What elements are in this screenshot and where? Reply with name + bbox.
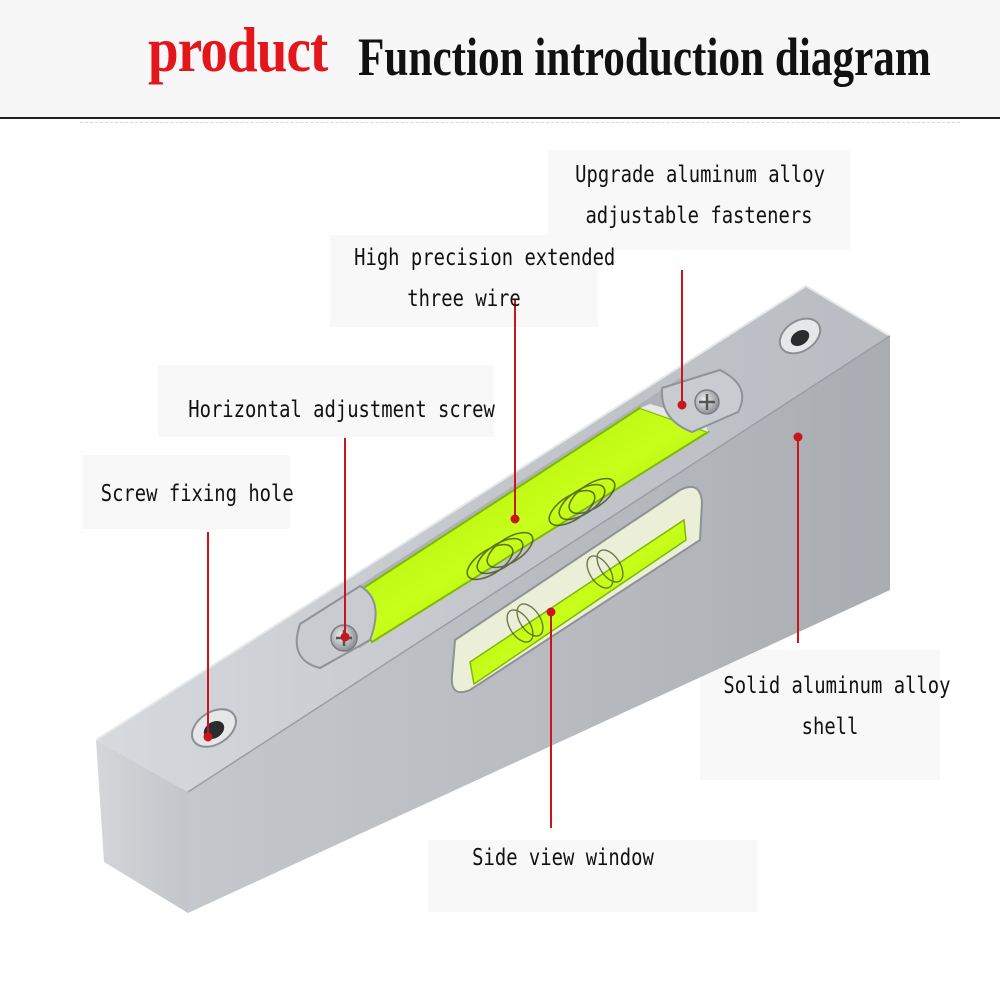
- leader-lines: [203, 270, 803, 828]
- label-box-fixing-hole: [82, 455, 290, 529]
- label-three-wire-line2: three wire: [407, 286, 521, 312]
- level-end-face: [96, 740, 188, 913]
- label-box-shell: [700, 650, 940, 780]
- label-three-wire: High precision extended three wire: [354, 238, 616, 320]
- label-side-window: Side view window: [452, 838, 673, 879]
- label-box-adjust-screw: [158, 365, 494, 437]
- label-adjust-screw-line1: Horizontal adjustment screw: [188, 397, 495, 423]
- top-vial-wires: [466, 477, 616, 581]
- title-product: product: [148, 14, 328, 85]
- label-fixing-hole: Screw fixing hole: [100, 474, 294, 515]
- title-rule: [0, 117, 1000, 119]
- label-three-wire-line1: High precision extended: [354, 245, 616, 271]
- side-view-window: [450, 486, 704, 694]
- adjustment-screw-right: [694, 389, 720, 415]
- label-fasteners: Upgrade aluminum alloy adjustable fasten…: [575, 155, 825, 237]
- label-box-fasteners: [548, 150, 850, 250]
- label-fixing-hole-line1: Screw fixing hole: [100, 481, 294, 507]
- label-fasteners-line1: Upgrade aluminum alloy: [575, 162, 825, 188]
- label-shell: Solid aluminum alloy shell: [723, 666, 951, 748]
- header-band: [0, 0, 1000, 118]
- label-shell-line1: Solid aluminum alloy: [723, 673, 951, 699]
- label-box-side-window: [428, 840, 758, 912]
- label-adjust-screw: Horizontal adjustment screw: [188, 390, 495, 431]
- title-function-introduction: Function introduction diagram: [358, 27, 931, 87]
- fixing-hole-right: [778, 317, 822, 355]
- dashed-divider: [80, 122, 960, 123]
- label-shell-line2: shell: [801, 714, 859, 740]
- label-fasteners-line2: adjustable fasteners: [585, 203, 813, 229]
- label-box-three-wire: [330, 235, 598, 327]
- label-side-window-line1: Side view window: [472, 845, 654, 871]
